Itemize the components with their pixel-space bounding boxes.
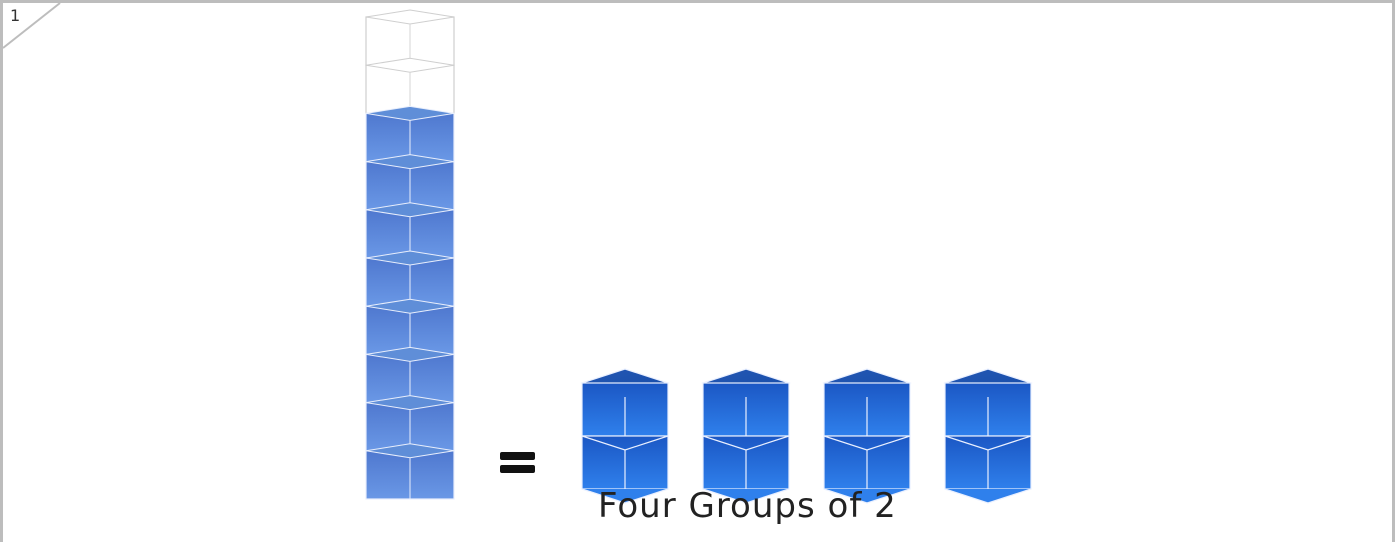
- tower-cube-filled: [365, 443, 455, 500]
- page-corner-line: [2, 2, 61, 49]
- cube-group: [701, 368, 791, 504]
- tower-cube-filled: [365, 202, 455, 259]
- equals-sign: [500, 452, 535, 473]
- cube-group: [580, 368, 670, 504]
- caption: Four Groups of 2: [598, 486, 897, 526]
- tower-cube-empty: [365, 9, 455, 66]
- tower-cube-filled: [365, 250, 455, 307]
- tower-cube-filled: [365, 105, 455, 163]
- tower-cube-filled: [365, 346, 455, 404]
- tower-cube-filled: [365, 154, 455, 211]
- tower-cube-empty: [365, 57, 455, 114]
- cube-groups: [580, 368, 1033, 504]
- cube-group: [822, 368, 912, 504]
- page-number: 1: [10, 6, 21, 25]
- cube-tower: [365, 9, 455, 500]
- cube-group: [943, 368, 1033, 504]
- tower-cube-filled: [365, 298, 455, 356]
- tower-cube-filled: [365, 395, 455, 452]
